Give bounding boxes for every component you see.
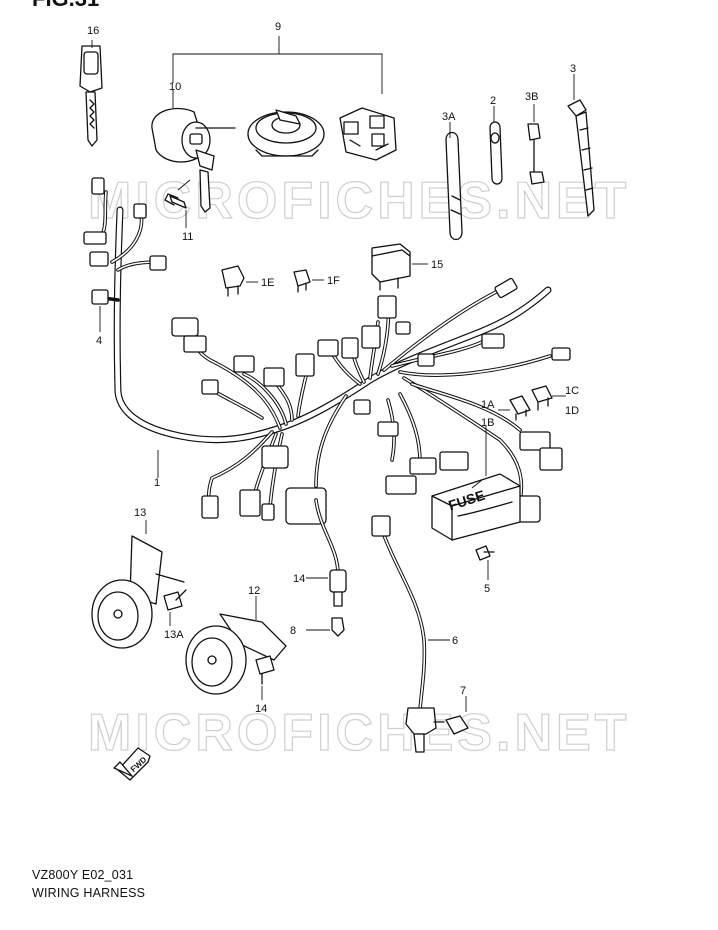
clamp-3A (445, 131, 463, 241)
callout-4: 4 (96, 335, 102, 347)
callout-1F: 1F (327, 275, 340, 287)
bolt-part-14-lower (255, 655, 275, 700)
forward-direction-arrow: FWD (113, 747, 151, 781)
callout-1A: 1A (481, 399, 495, 411)
sidestand-switch-11 (371, 515, 450, 753)
callout-3: 3 (570, 63, 576, 75)
callout-13: 12 (248, 585, 260, 597)
key-part (79, 45, 103, 147)
callout-14-upper: 13A (164, 629, 184, 641)
diagram-title: WIRING HARNESS (32, 886, 146, 900)
callout-12: 7 (460, 685, 466, 697)
model-code: VZ800Y E02_031 (32, 868, 134, 882)
callout-leaders (91, 40, 575, 489)
figure-number: FIG.31 (32, 0, 99, 11)
cable-tie-3 (567, 99, 595, 217)
watermark-bottom: MICROFICHES.NET (88, 704, 630, 762)
callout-15: 15 (431, 259, 443, 271)
screw-part-12 (433, 696, 469, 735)
callout-8: 11 (182, 231, 193, 243)
fuse-1E (221, 265, 258, 297)
sensor-part-9 (306, 498, 347, 607)
callout-13A: 13 (134, 507, 146, 519)
horn-13A (91, 520, 185, 649)
watermark-top: MICROFICHES.NET (88, 172, 630, 230)
callout-1D: 1D (565, 405, 579, 417)
callout-6: 9 (275, 21, 281, 33)
horn-13 (185, 596, 287, 695)
callout-3B: 3B (525, 91, 538, 103)
callout-9: 14 (293, 573, 305, 585)
bolt-part-5 (475, 545, 495, 580)
callout-11: 6 (452, 635, 458, 647)
callout-16: 16 (87, 25, 99, 37)
callout-10: 8 (290, 625, 296, 637)
bolt-part-8 (164, 179, 191, 209)
bulb-part-10 (306, 617, 345, 637)
clamp-3B (527, 123, 545, 185)
clamp-2 (489, 121, 503, 185)
fuse-1F (293, 269, 324, 293)
callout-5: 5 (484, 583, 490, 595)
fuse-1A-1B (485, 395, 531, 476)
fuse-box: FUSE (431, 473, 521, 541)
ignition-switch-set (151, 36, 397, 213)
fuse-1C-1D (531, 385, 566, 411)
callout-1: 1 (154, 477, 160, 489)
callout-1C: 1C (565, 385, 579, 397)
callout-labels: 16 9 10 11 3 3A 2 3B 15 1E 1F 4 1 1C 1D … (87, 21, 579, 715)
callout-3A: 3A (442, 111, 456, 123)
callout-1B: 1B (481, 417, 494, 429)
callout-14-lower: 14 (255, 703, 267, 715)
bolt-part-14-upper (163, 589, 187, 626)
relay-part-15 (371, 243, 428, 291)
callout-7: 10 (169, 81, 181, 93)
callout-2: 2 (490, 95, 496, 107)
callout-1E: 1E (261, 277, 274, 289)
